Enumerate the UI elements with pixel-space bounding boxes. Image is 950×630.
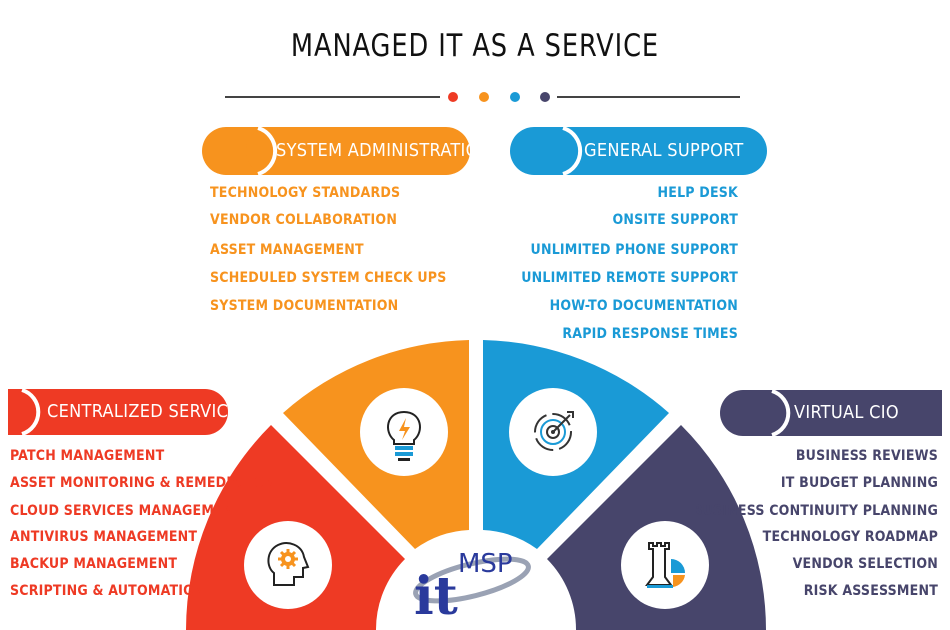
logo-msp-text: MSP bbox=[458, 549, 513, 579]
pill-virtual-cio bbox=[720, 389, 942, 437]
divider-right bbox=[557, 96, 740, 98]
list-item: ASSET MONITORING & REMEDIATION bbox=[10, 475, 276, 491]
list-item: TECHNOLOGY ROADMAP bbox=[762, 529, 938, 545]
list-item: ANTIVIRUS MANAGEMENT bbox=[10, 529, 198, 545]
target-icon bbox=[534, 411, 574, 451]
list-item: IT BUDGET PLANNING bbox=[780, 475, 938, 491]
list-item: RAPID RESPONSE TIMES bbox=[562, 326, 738, 342]
pill-centralized-services bbox=[8, 388, 228, 436]
list-item: CLOUD SERVICES MANAGEMENT bbox=[10, 503, 243, 519]
list-item: BUSINESS CONTINUITY PLANNING bbox=[692, 503, 938, 519]
list-item: UNLIMITED PHONE SUPPORT bbox=[530, 242, 738, 258]
list-item: SCHEDULED SYSTEM CHECK UPS bbox=[210, 270, 447, 286]
list-item: SCRIPTING & AUTOMATION bbox=[10, 583, 205, 599]
virtual-cio-label: VIRTUAL CIO bbox=[794, 402, 899, 423]
list-item: UNLIMITED REMOTE SUPPORT bbox=[521, 270, 738, 286]
chess-rook-icon bbox=[645, 542, 685, 588]
list-item: ONSITE SUPPORT bbox=[612, 212, 738, 228]
list-item: PATCH MANAGEMENT bbox=[10, 448, 165, 464]
list-item: VENDOR COLLABORATION bbox=[210, 212, 398, 228]
dot-purple bbox=[540, 92, 550, 102]
dot-orange bbox=[479, 92, 489, 102]
pill-system-administration bbox=[202, 126, 470, 176]
list-item: BUSINESS REVIEWS bbox=[795, 448, 938, 464]
divider-left bbox=[225, 96, 440, 98]
itmsp-logo: it MSP bbox=[413, 549, 531, 623]
pill-general-support bbox=[510, 126, 767, 176]
list-item: HELP DESK bbox=[657, 185, 738, 201]
dot-blue bbox=[510, 92, 520, 102]
list-item: ASSET MANAGEMENT bbox=[210, 242, 364, 258]
list-item: BACKUP MANAGEMENT bbox=[10, 556, 178, 572]
system-administration-label: SYSTEM ADMINISTRATION bbox=[276, 140, 492, 161]
general-support-label: GENERAL SUPPORT bbox=[584, 140, 744, 161]
logo-it-text: it bbox=[414, 566, 458, 623]
list-item: TECHNOLOGY STANDARDS bbox=[210, 185, 401, 201]
list-item: RISK ASSESSMENT bbox=[803, 583, 938, 599]
list-item: VENDOR SELECTION bbox=[792, 556, 938, 572]
lightbulb-icon bbox=[387, 410, 421, 461]
head-gear-icon bbox=[267, 542, 310, 586]
dot-red bbox=[448, 92, 458, 102]
page-title: MANAGED IT AS A SERVICE bbox=[290, 28, 660, 64]
icon-circle-system-admin bbox=[360, 388, 448, 476]
list-item: SYSTEM DOCUMENTATION bbox=[210, 298, 399, 314]
list-item: HOW-TO DOCUMENTATION bbox=[549, 298, 738, 314]
centralized-services-label: CENTRALIZED SERVICES bbox=[47, 401, 250, 422]
